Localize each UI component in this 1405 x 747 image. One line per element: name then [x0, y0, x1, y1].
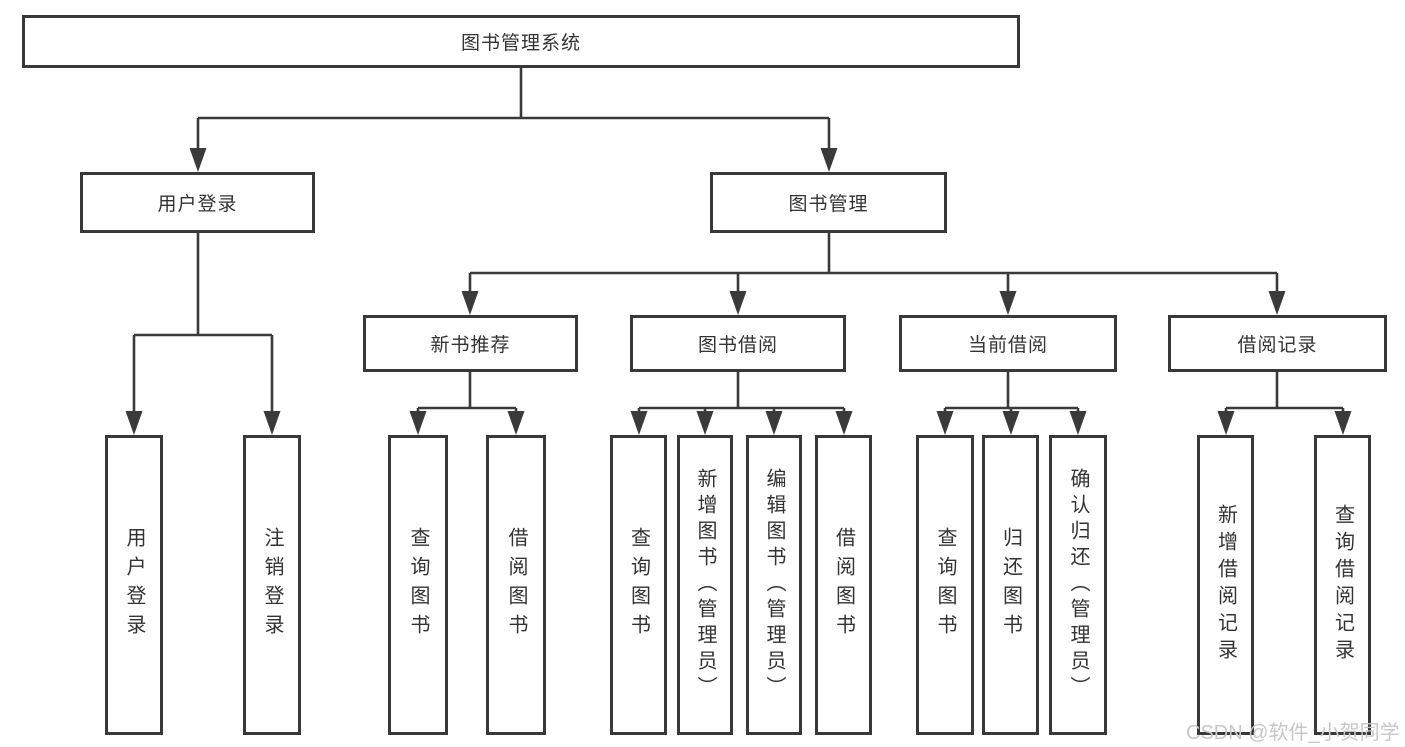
node-library-management-system: 图书管理系统	[22, 15, 1020, 68]
arrowhead	[630, 411, 648, 435]
arrowhead	[729, 291, 747, 315]
node-new-book-recommendation: 新书推荐	[363, 315, 578, 372]
arrowhead	[409, 411, 427, 435]
node-leaf-return-books: 归还图书	[982, 435, 1039, 735]
node-borrowing-records: 借阅记录	[1168, 315, 1387, 372]
node-leaf-borrow-books-1: 借阅图书	[486, 435, 546, 735]
node-leaf-borrow-books-2: 借阅图书	[815, 435, 872, 735]
node-leaf-query-books-3: 查询图书	[916, 435, 974, 735]
arrowhead	[999, 291, 1017, 315]
arrowhead	[461, 291, 479, 315]
csdn-watermark: CSDN @软件_小贺同学	[1186, 722, 1400, 744]
node-leaf-user-login: 用户登录	[105, 435, 163, 735]
node-leaf-edit-books-admin: 编辑图书（管理员）	[746, 435, 802, 735]
node-leaf-query-borrow-record: 查询借阅记录	[1314, 435, 1371, 735]
arrowhead	[936, 411, 954, 435]
arrowhead	[189, 148, 207, 172]
arrowhead	[1069, 411, 1087, 435]
node-leaf-add-borrow-record: 新增借阅记录	[1197, 435, 1254, 735]
arrowheads	[125, 148, 1352, 435]
arrowhead	[765, 411, 783, 435]
arrowhead	[696, 411, 714, 435]
node-current-borrowing: 当前借阅	[899, 315, 1117, 372]
node-leaf-add-books-admin: 新增图书（管理员）	[677, 435, 733, 735]
node-user-login: 用户登录	[80, 172, 315, 233]
node-leaf-query-books-1: 查询图书	[388, 435, 448, 735]
arrowhead	[1217, 411, 1235, 435]
arrowhead	[263, 411, 281, 435]
node-leaf-query-books-2: 查询图书	[610, 435, 667, 735]
arrowhead	[835, 411, 853, 435]
arrowhead	[1334, 411, 1352, 435]
node-leaf-logout: 注销登录	[243, 435, 301, 735]
arrowhead	[125, 411, 143, 435]
node-book-management: 图书管理	[710, 172, 947, 233]
arrowhead	[507, 411, 525, 435]
node-leaf-confirm-return-admin: 确认归还（管理员）	[1049, 435, 1107, 735]
arrowhead	[820, 148, 838, 172]
arrowhead	[1002, 411, 1020, 435]
arrowhead	[1268, 291, 1286, 315]
node-book-borrowing: 图书借阅	[630, 315, 846, 372]
